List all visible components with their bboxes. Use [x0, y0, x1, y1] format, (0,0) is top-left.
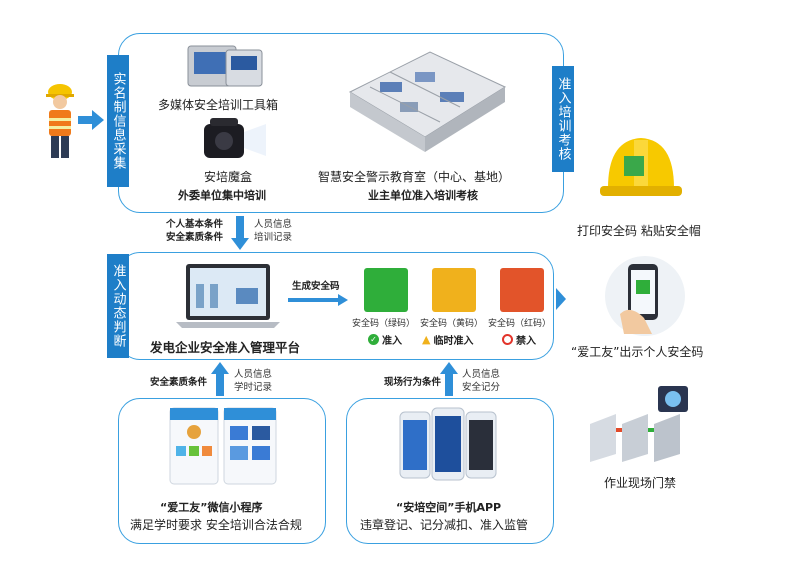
magic-box-image — [204, 118, 266, 158]
left-up-label: 安全素质条件 — [150, 377, 208, 388]
miniprogram-screens-image — [169, 407, 277, 485]
safety-helmet-image — [600, 138, 682, 196]
check-icon: ✓ — [368, 334, 379, 345]
arrow-up-icon — [211, 362, 229, 396]
miniprogram-panel — [118, 398, 326, 544]
app-title: “安培空间”手机APP — [396, 501, 502, 514]
phone-caption: “爱工友”出示个人安全码 — [571, 345, 704, 359]
warning-icon: ▲ — [422, 333, 431, 346]
magic-box-caption: 安培魔盒 — [204, 170, 253, 184]
qr-green — [364, 268, 408, 312]
miniprogram-title: “爱工友”微信小程序 — [160, 501, 263, 514]
mid-left-1: 个人基本条件 — [166, 219, 224, 230]
status-green: ✓ 准入 — [368, 332, 402, 347]
qr-code-group: 安全码（绿码） 安全码（黄码） 安全码（红码） ✓ 准入 ▲ 临时准入 禁入 — [352, 262, 552, 352]
forbidden-icon — [502, 334, 513, 345]
gate-caption: 作业现场门禁 — [604, 476, 677, 490]
generate-label: 生成安全码 — [292, 281, 340, 292]
qr-yellow — [432, 268, 476, 312]
arrow-right-icon — [78, 110, 104, 130]
classroom-caption: 智慧安全警示教育室（中心、基地） — [318, 170, 511, 184]
app-desc: 违章登记、记分减扣、准入监管 — [360, 518, 529, 532]
left-up-right-1: 人员信息 — [234, 369, 273, 380]
qr-green-label: 安全码（绿码） — [352, 319, 416, 329]
right-up-right-2: 安全记分 — [462, 382, 501, 393]
toolbox-image — [187, 45, 263, 87]
outsourced-caption: 外委单位集中培训 — [178, 189, 266, 202]
right-up-label: 现场行为条件 — [384, 377, 442, 388]
arrow-down-icon — [231, 216, 249, 250]
platform-title: 发电企业安全准入管理平台 — [150, 340, 301, 355]
arrow-up-icon — [440, 362, 458, 396]
dynamic-label: 准入动态判断 — [107, 254, 129, 358]
mid-right-1: 人员信息 — [254, 219, 293, 230]
exam-label: 准入培训考核 — [552, 66, 574, 172]
phone-image — [605, 256, 685, 336]
owner-exam-caption: 业主单位准入培训考核 — [368, 189, 478, 202]
collection-label: 实名制信息采集 — [107, 55, 129, 187]
mid-left-2: 安全素质条件 — [166, 232, 224, 243]
qr-red-label: 安全码（红码） — [488, 319, 552, 329]
helmet-caption: 打印安全码 粘贴安全帽 — [577, 224, 701, 238]
miniprogram-desc: 满足学时要求 安全培训合法合规 — [130, 518, 302, 532]
status-red: 禁入 — [502, 332, 536, 347]
status-green-text: 准入 — [382, 336, 402, 347]
status-yellow-text: 临时准入 — [433, 336, 474, 347]
classroom-image — [348, 51, 507, 152]
right-up-right-1: 人员信息 — [462, 369, 501, 380]
toolbox-caption: 多媒体安全培训工具箱 — [158, 98, 279, 112]
qr-red — [500, 268, 544, 312]
chevron-right-icon — [556, 288, 566, 310]
laptop-image — [176, 264, 280, 328]
left-up-right-2: 学时记录 — [234, 382, 273, 393]
app-phones-image — [399, 407, 497, 481]
status-yellow: ▲ 临时准入 — [422, 332, 473, 347]
mid-right-2: 培训记录 — [254, 232, 293, 243]
status-red-text: 禁入 — [516, 336, 536, 347]
arrow-right-icon — [288, 294, 348, 306]
qr-yellow-label: 安全码（黄码） — [420, 319, 484, 329]
gate-image — [590, 386, 688, 462]
worker-icon — [46, 84, 74, 158]
